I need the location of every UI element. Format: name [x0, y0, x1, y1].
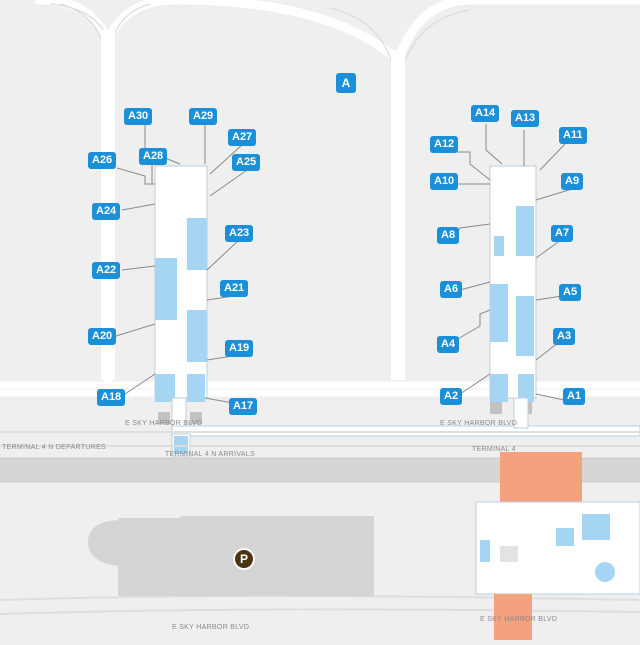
gate-a24[interactable]: A24: [92, 203, 121, 220]
gate-a29[interactable]: A29: [189, 108, 218, 125]
gate-a8[interactable]: A8: [437, 227, 460, 244]
gate-a13[interactable]: A13: [511, 110, 540, 127]
terminal-building: [475, 452, 640, 640]
gate-a1[interactable]: A1: [563, 388, 586, 405]
gate-a23[interactable]: A23: [225, 225, 254, 242]
road-label-departures: TERMINAL 4 N DEPARTURES: [2, 444, 107, 451]
concourse-left: [154, 165, 208, 424]
gate-a12[interactable]: A12: [430, 136, 459, 153]
parking-icon[interactable]: P: [233, 548, 255, 570]
gate-a27[interactable]: A27: [228, 129, 257, 146]
road-label-sky-harbor-left: E SKY HARBOR BLVD: [125, 420, 203, 427]
gate-a4[interactable]: A4: [437, 336, 460, 353]
gate-a21[interactable]: A21: [220, 280, 249, 297]
road-label-bottom: E SKY HARBOR BLVD: [480, 616, 558, 623]
road-label-arrivals: TERMINAL 4 N ARRIVALS: [165, 451, 255, 458]
concourse-right: [489, 165, 537, 414]
gate-a25[interactable]: A25: [232, 154, 261, 171]
gate-a10[interactable]: A10: [430, 173, 459, 190]
gate-a11[interactable]: A11: [559, 127, 587, 144]
gate-a19[interactable]: A19: [225, 340, 254, 357]
parking-structure: [88, 516, 374, 596]
road-label-bottom-left: E SKY HARBOR BLVD: [172, 624, 250, 631]
gate-a26[interactable]: A26: [88, 152, 117, 169]
road-label-terminal-right: TERMINAL 4: [472, 446, 516, 453]
concourse-a-label[interactable]: A: [336, 73, 356, 93]
gate-a22[interactable]: A22: [92, 262, 121, 279]
gate-a2[interactable]: A2: [440, 388, 463, 405]
gate-leader-lines: [115, 124, 573, 404]
gate-a14[interactable]: A14: [471, 105, 500, 122]
gate-a5[interactable]: A5: [559, 284, 582, 301]
gate-a6[interactable]: A6: [440, 281, 463, 298]
gate-a17[interactable]: A17: [229, 398, 258, 415]
gate-a9[interactable]: A9: [561, 173, 584, 190]
gate-a3[interactable]: A3: [553, 328, 576, 345]
gate-a20[interactable]: A20: [88, 328, 117, 345]
gate-a28[interactable]: A28: [139, 148, 168, 165]
gate-a30[interactable]: A30: [124, 108, 153, 125]
gate-a18[interactable]: A18: [97, 389, 126, 406]
road-label-sky-harbor-right: E SKY HARBOR BLVD: [440, 420, 518, 427]
gate-a7[interactable]: A7: [551, 225, 574, 242]
